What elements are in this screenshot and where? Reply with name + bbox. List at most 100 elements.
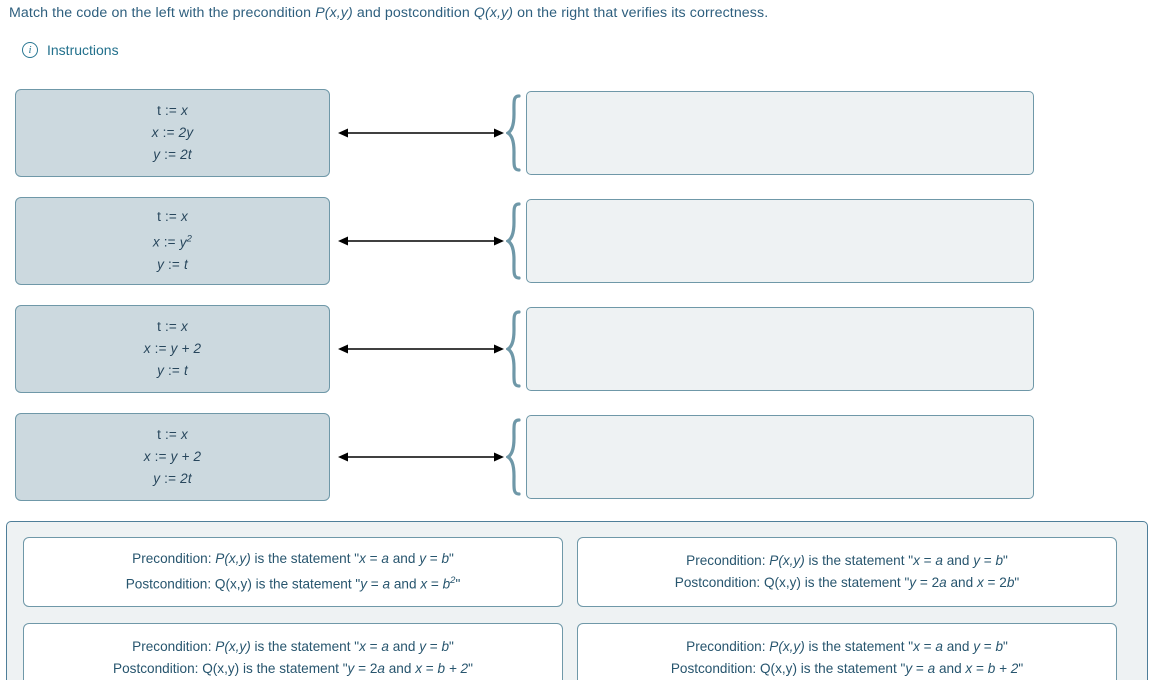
dropzone-2[interactable] [526, 307, 1034, 391]
instructions-link[interactable]: i Instructions [22, 42, 119, 58]
answer-option-2[interactable]: Precondition: P(x,y) is the statement "x… [23, 623, 563, 680]
pre-symbol: P(x,y) [769, 553, 805, 568]
post-and: and [390, 576, 421, 592]
pre-eq-1: = [365, 551, 382, 567]
answer-bank: Precondition: P(x,y) is the statement "x… [6, 521, 1148, 680]
pre-body: is the statement " [804, 639, 914, 654]
post-val-2: b [1006, 575, 1015, 590]
pre-close: " [449, 551, 454, 567]
instructions-label: Instructions [47, 42, 119, 58]
post-val-2: b [442, 576, 451, 592]
pre-close: " [1003, 553, 1008, 568]
pre-expr-1: x [913, 639, 920, 654]
pre-body: is the statement " [804, 553, 914, 568]
prompt-precondition-symbol: P(x,y) [315, 5, 353, 21]
post-close: " [1018, 661, 1024, 676]
post-eq-2: = [972, 661, 988, 676]
pre-expr-2: y [419, 639, 426, 654]
code-line: y := t [157, 363, 188, 378]
left-curly-brace-icon [506, 310, 521, 388]
post-val-2: b + 2 [987, 661, 1019, 676]
pre-and: and [388, 551, 420, 567]
pre-eq-2: = [425, 551, 442, 567]
code-line: x := 2y [151, 125, 194, 140]
post-expr-1: y [347, 661, 355, 676]
match-row: t := x x := y2 y := t [0, 197, 1154, 285]
code-line: x := y + 2 [143, 449, 202, 464]
post-close: " [455, 576, 461, 592]
code-card-0[interactable]: t := x x := 2y y := 2t [15, 89, 330, 177]
postcondition-line: Postcondition: Q(x,y) is the statement "… [671, 658, 1023, 680]
left-curly-brace-icon [506, 202, 521, 280]
post-expr-1: y [905, 661, 913, 676]
code-line: t := x [157, 427, 188, 442]
code-line: y := 2t [153, 471, 192, 486]
pre-prefix: Precondition: [132, 639, 216, 654]
post-prefix: Postcondition: [674, 575, 764, 590]
double-headed-arrow-icon [338, 128, 504, 138]
dropzone-3[interactable] [526, 415, 1034, 499]
pre-eq-1: = [919, 553, 936, 568]
pre-expr-1: x [359, 551, 366, 567]
pre-prefix: Precondition: [132, 551, 216, 567]
code-line: t := x [157, 103, 188, 118]
pre-val-2: b [995, 553, 1004, 568]
pre-expr-1: x [359, 639, 366, 654]
answer-option-3[interactable]: Precondition: P(x,y) is the statement "x… [577, 623, 1117, 680]
post-val-1: a [377, 661, 385, 676]
post-symbol: Q(x,y) [214, 576, 252, 592]
post-eq-2: = [427, 576, 443, 592]
answer-option-0[interactable]: Precondition: P(x,y) is the statement "x… [23, 537, 563, 607]
post-val-1: a [927, 661, 936, 676]
pre-eq-1: = [365, 639, 382, 654]
dropzone-1[interactable] [526, 199, 1034, 283]
answer-option-1[interactable]: Precondition: P(x,y) is the statement "x… [577, 537, 1117, 607]
double-headed-arrow-icon [338, 236, 504, 246]
post-eq-1: = 2 [916, 575, 940, 590]
prompt-text-before: Match the code on the left with the prec… [9, 5, 316, 21]
code-card-2[interactable]: t := x x := y + 2 y := t [15, 305, 330, 393]
pre-body: is the statement " [250, 639, 360, 654]
left-curly-brace-icon [506, 418, 521, 496]
pre-val-2: b [995, 639, 1004, 654]
pre-eq-2: = [979, 639, 996, 654]
pre-val-1: a [935, 553, 943, 568]
post-close: " [1014, 575, 1020, 590]
post-and: and [384, 661, 416, 676]
post-expr-2: x [976, 575, 984, 590]
code-line: x := y2 [152, 233, 193, 250]
pre-val-2: b [441, 551, 450, 567]
pre-val-1: a [381, 551, 389, 567]
pre-and: and [942, 553, 974, 568]
post-body: is the statement " [796, 661, 906, 676]
post-close: " [468, 661, 473, 676]
pre-val-1: a [381, 639, 389, 654]
precondition-line: Precondition: P(x,y) is the statement "x… [132, 636, 454, 658]
pre-body: is the statement " [250, 551, 360, 567]
post-prefix: Postcondition: [125, 576, 215, 592]
pre-expr-2: y [973, 553, 980, 568]
code-card-1[interactable]: t := x x := y2 y := t [15, 197, 330, 285]
code-line: x := y + 2 [143, 341, 202, 356]
dropzone-0[interactable] [526, 91, 1034, 175]
match-rows: t := x x := 2y y := 2t t := x x := y2 y … [0, 89, 1154, 521]
postcondition-line: Postcondition: Q(x,y) is the statement "… [675, 572, 1019, 594]
post-body: is the statement " [251, 576, 361, 592]
left-curly-brace-icon [506, 94, 521, 172]
pre-and: and [942, 639, 974, 654]
precondition-line: Precondition: P(x,y) is the statement "x… [686, 550, 1008, 572]
match-row: t := x x := y + 2 y := t [0, 305, 1154, 393]
pre-eq-2: = [979, 553, 996, 568]
pre-prefix: Precondition: [686, 639, 770, 654]
code-card-3[interactable]: t := x x := y + 2 y := 2t [15, 413, 330, 501]
post-symbol: Q(x,y) [759, 661, 797, 676]
post-expr-2: x [965, 661, 973, 676]
post-eq-2: = 2 [983, 575, 1007, 590]
pre-symbol: P(x,y) [215, 639, 251, 654]
post-and: and [946, 575, 977, 590]
pre-symbol: P(x,y) [769, 639, 805, 654]
prompt-text-after: on the right that verifies its correctne… [513, 5, 769, 21]
post-expr-2: x [415, 661, 422, 676]
post-symbol: Q(x,y) [202, 661, 240, 676]
